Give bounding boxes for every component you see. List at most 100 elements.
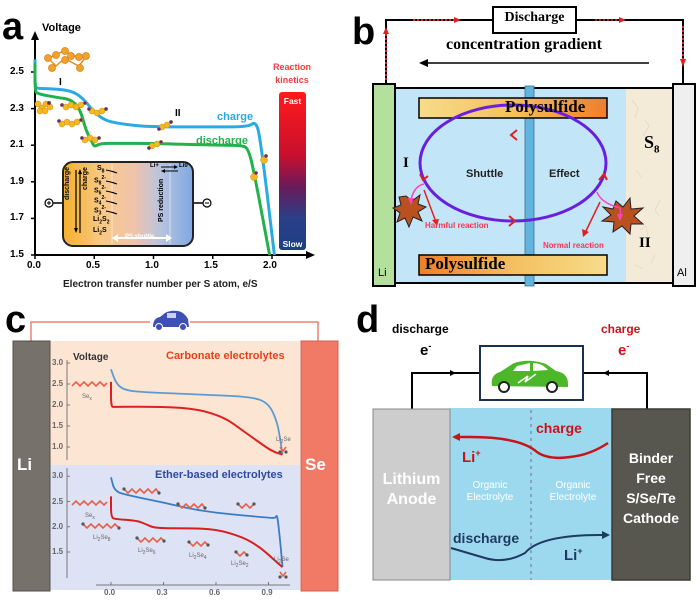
a-region-I-label: I — [59, 77, 62, 88]
li-symbol: Li — [462, 449, 476, 466]
electron-symbol: e — [420, 342, 429, 359]
harmful-reaction-arrow — [423, 189, 437, 223]
a-xtick: 0.5 — [86, 260, 100, 271]
ether-title: Ether-based electrolytes — [155, 469, 283, 481]
c-xtick: 0.6 — [209, 588, 221, 597]
discharge-li-arrow — [450, 534, 606, 562]
panel-letter-c: c — [5, 299, 27, 341]
selenium-chain-molecules — [71, 380, 287, 578]
cathode-line: Free — [636, 470, 666, 486]
cathode-line: S/Se/Te — [626, 490, 676, 506]
a-discharge-legend: discharge — [196, 135, 248, 147]
electron-charge: - — [428, 341, 432, 351]
reaction-kinetics-bar — [279, 92, 306, 250]
c-lower-ytick: 2.5 — [52, 496, 64, 506]
panel-c-chart — [12, 310, 339, 592]
c-upper-ytick: 1.5 — [52, 421, 64, 430]
inset-li-zero: Li0 — [179, 163, 188, 169]
discharge-box-label: Discharge — [504, 10, 565, 25]
carbonate-charge-curve — [110, 368, 284, 455]
c-lower-ytick: 2.0 — [52, 521, 64, 531]
s8-label: S8 — [644, 132, 660, 156]
c-circuit-right — [190, 321, 319, 341]
discharge-box — [492, 6, 577, 34]
inset-ps-shuttle-label: PS shuttle — [125, 234, 155, 240]
inset-species-li2s2: Li2S2 — [93, 216, 110, 226]
al-current-collector — [672, 83, 696, 287]
electron-charge: - — [626, 341, 630, 351]
inset-li-plus: Li+ — [150, 163, 159, 169]
cathode-line: Binder — [628, 450, 674, 466]
c-lower-li2se-label: Li2Se — [274, 557, 289, 566]
charge-li-arrow — [456, 435, 609, 460]
a-ytick: 1.7 — [10, 212, 24, 223]
c-lower-sex-label: Sex — [85, 513, 95, 522]
inset-species-s8-2: S82- — [94, 175, 106, 187]
electrolyte-line2: Electrolyte — [466, 492, 514, 503]
a-discharge-curve — [33, 62, 272, 256]
anode-line1: Lithium — [382, 471, 441, 488]
separator — [524, 85, 535, 287]
c-xtick: 0.3 — [156, 588, 168, 597]
a-x-axis-arrow — [306, 251, 315, 259]
a-ytick: 1.9 — [10, 176, 24, 187]
d-circuit-right — [583, 372, 648, 409]
a-xtick: 2.0 — [263, 260, 277, 271]
li-ion-charge: Li+ — [462, 448, 481, 466]
kinetics-title-line1: Reaction — [272, 62, 311, 72]
electrolyte-line1: Organic — [555, 480, 591, 491]
anode-line2: Anode — [386, 491, 437, 508]
polysulfide-bar-bottom — [418, 254, 608, 276]
c-upper-ytick: 2.5 — [52, 379, 64, 388]
panel-letter-a: a — [2, 6, 24, 48]
harmful-reaction-label: Harmful reaction — [425, 221, 489, 230]
d-discharge-label: discharge — [392, 322, 449, 336]
kinetics-slow-label: Slow — [282, 239, 303, 249]
carbonate-title: Carbonate electrolytes — [166, 350, 285, 362]
c-lower-li2se8-label: Li2Se8 — [93, 535, 111, 544]
s8-ring-molecule — [44, 47, 90, 72]
s8-symbol: S — [644, 132, 655, 152]
panel-letter-d: d — [356, 299, 380, 341]
c-xtick: 0.9 — [261, 588, 273, 597]
harmful-reaction-burst-icon — [391, 193, 428, 229]
car-icon — [153, 310, 189, 331]
c-upper-ytick: 1.0 — [52, 442, 64, 451]
a-charge-curve — [33, 59, 276, 256]
c-upper-ytick: 3.0 — [52, 358, 64, 367]
c-lower-ytick: 1.5 — [52, 547, 64, 556]
c-lower-li2se6-label: Li2Se6 — [138, 548, 156, 557]
electrolyte-line1: Organic — [472, 480, 508, 491]
li-electrode — [12, 340, 51, 592]
b-region-I-label: I — [403, 155, 409, 171]
li-electrode-label: Li — [378, 267, 387, 279]
a-ytick: 1.5 — [10, 249, 24, 260]
c-voltage-label: Voltage — [73, 352, 109, 363]
s8-subscript: 8 — [654, 143, 660, 156]
a-ytick: 2.1 — [10, 139, 24, 150]
polysulfide-molecules — [34, 100, 269, 181]
inset-species-s4-2: S42- — [94, 195, 106, 207]
li-electrode-label: Li — [17, 455, 33, 474]
concentration-gradient-label: concentration gradient — [446, 36, 602, 53]
a-x-axis-label: Electron transfer number per S atom, e/S — [63, 279, 258, 290]
kinetics-fast-label: Fast — [283, 96, 302, 106]
c-lower-ytick: 3.0 — [52, 471, 64, 481]
d-electron-right: e- — [618, 341, 629, 359]
c-xtick: 0.0 — [104, 588, 116, 597]
polysulfide-bottom-label: Polysulfide — [425, 254, 506, 273]
panel-a-chart — [31, 31, 315, 259]
d-charge-label: charge — [601, 322, 641, 336]
a-ytick: 2.5 — [10, 66, 24, 77]
binder-free-cathode — [611, 408, 691, 581]
carbonate-region — [50, 341, 300, 465]
electric-car-icon — [491, 360, 568, 393]
c-upper-li2se-label: Li2Se — [276, 437, 291, 446]
inset-species-s3-2: S32- — [94, 205, 106, 217]
discharge-arrow-label: discharge — [453, 530, 520, 546]
d-circuit-left — [411, 372, 480, 409]
panel-letter-b: b — [352, 11, 376, 53]
